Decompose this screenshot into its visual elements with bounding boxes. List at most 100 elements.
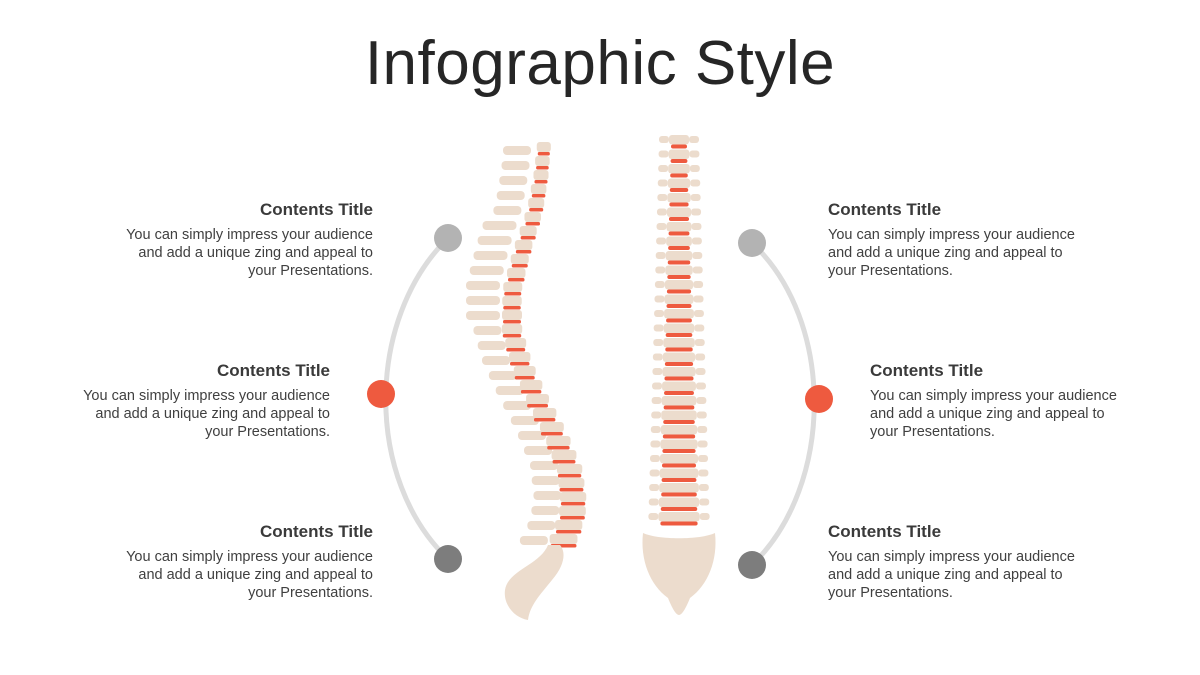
spinal-disc xyxy=(668,217,690,221)
transverse-process xyxy=(694,324,705,332)
transverse-process xyxy=(658,165,669,172)
pelvis-sacrum xyxy=(642,533,716,615)
vertebra-body xyxy=(546,436,571,446)
vertebra-process xyxy=(477,341,506,350)
spinal-disc xyxy=(560,502,586,506)
left-node-bottom xyxy=(434,545,462,573)
vertebra-process xyxy=(466,296,500,305)
vertebra-body xyxy=(555,520,583,530)
vertebra-body xyxy=(664,280,694,290)
spinal-disc xyxy=(536,166,549,170)
transverse-process xyxy=(693,295,704,303)
spinal-disc xyxy=(559,488,584,492)
vertebra-process xyxy=(466,281,500,290)
spinal-disc xyxy=(531,194,546,198)
spinal-disc xyxy=(552,460,576,464)
vertebra-process xyxy=(495,386,524,395)
right-node-bottom xyxy=(738,551,766,579)
transverse-process xyxy=(696,397,707,404)
transverse-process xyxy=(652,382,663,390)
spinal-disc xyxy=(668,231,690,236)
right-item-1: Contents Title You can simply impress yo… xyxy=(828,200,1128,280)
transverse-process xyxy=(689,150,700,158)
spinal-disc xyxy=(520,236,536,240)
spinal-disc xyxy=(661,492,697,497)
transverse-process xyxy=(649,469,660,477)
vertebra-body xyxy=(666,207,692,217)
transverse-process xyxy=(697,426,708,433)
transverse-process xyxy=(655,252,666,259)
transverse-process xyxy=(651,397,662,404)
spinal-disc xyxy=(662,434,696,439)
vertebra-body xyxy=(659,468,699,478)
transverse-process xyxy=(650,455,661,462)
transverse-process xyxy=(658,150,669,158)
vertebra-body xyxy=(661,396,697,406)
transverse-process xyxy=(695,382,706,390)
vertebra-process xyxy=(473,326,502,335)
slide-title: Infographic Style xyxy=(364,29,836,98)
spinal-disc xyxy=(534,180,548,184)
vertebra-process xyxy=(527,521,556,530)
transverse-process xyxy=(653,339,664,346)
vertebra-body xyxy=(539,422,564,432)
right-item-1-title: Contents Title xyxy=(828,200,942,219)
spinal-disc xyxy=(664,376,694,381)
transverse-process xyxy=(693,281,704,288)
spinal-disc xyxy=(668,246,690,250)
transverse-process xyxy=(650,440,661,448)
vertebra-body xyxy=(668,164,690,174)
vertebra-process xyxy=(499,176,528,185)
vertebra-body xyxy=(662,367,696,377)
vertebra-process xyxy=(482,356,510,365)
vertebra-body xyxy=(551,450,577,460)
transverse-process xyxy=(649,484,660,491)
vertebra-body xyxy=(513,366,536,376)
vertebra-body xyxy=(530,184,547,194)
vertebra-body xyxy=(503,282,523,292)
vertebra-body xyxy=(667,193,691,203)
left-item-1: Contents Title You can simply impress yo… xyxy=(73,200,373,280)
vertebra-body xyxy=(661,410,697,420)
spinal-disc xyxy=(664,362,694,366)
transverse-process xyxy=(654,310,665,317)
transverse-process xyxy=(692,266,703,274)
vertebra-body xyxy=(666,236,692,246)
transverse-process xyxy=(694,339,705,346)
right-item-1-body: You can simply impress your audience and… xyxy=(828,227,1075,279)
spinal-disc xyxy=(661,478,697,482)
vertebra-body xyxy=(524,212,541,222)
transverse-process xyxy=(690,194,701,201)
transverse-process xyxy=(651,411,662,419)
vertebra-body xyxy=(559,492,587,502)
transverse-process xyxy=(656,223,667,230)
spinal-disc xyxy=(670,173,688,178)
spinal-disc xyxy=(666,304,692,308)
right-node-middle xyxy=(805,385,833,413)
front-view-spine-icon xyxy=(642,135,716,615)
spinal-disc xyxy=(663,420,695,424)
spinal-disc xyxy=(667,260,691,265)
spinal-disc xyxy=(504,292,522,296)
vertebra-body xyxy=(510,254,529,264)
left-node-middle xyxy=(367,380,395,408)
vertebra-body xyxy=(665,251,693,261)
vertebra-process xyxy=(501,161,530,170)
transverse-process xyxy=(650,426,661,433)
spinal-disc xyxy=(508,278,525,282)
vertebra-body xyxy=(501,324,523,334)
transverse-process xyxy=(648,513,659,520)
spinal-disc xyxy=(533,418,556,422)
sacrum xyxy=(504,545,564,620)
vertebra-body xyxy=(659,483,699,493)
vertebra-body xyxy=(664,294,694,304)
spinal-disc xyxy=(666,318,692,323)
vertebra-body xyxy=(665,265,693,275)
transverse-process xyxy=(698,469,709,477)
transverse-process xyxy=(689,136,699,143)
vertebra-body xyxy=(519,226,537,236)
vertebra-body xyxy=(502,296,522,306)
transverse-process xyxy=(695,368,706,375)
spinal-disc xyxy=(511,264,528,268)
left-item-3-body: You can simply impress your audience and… xyxy=(126,549,373,601)
